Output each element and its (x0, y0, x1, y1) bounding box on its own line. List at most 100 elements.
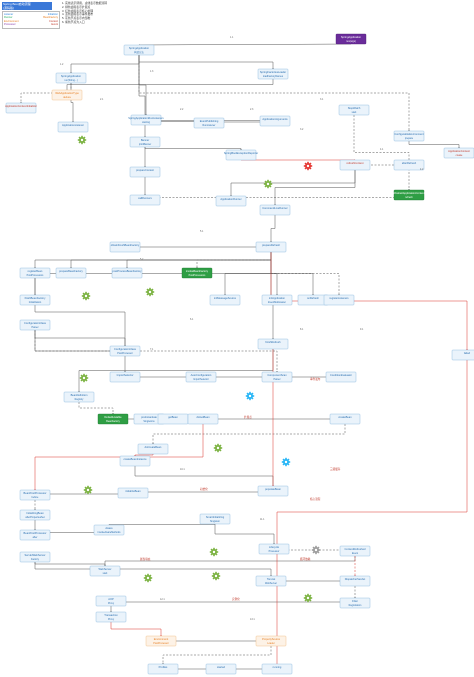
gear-icon (303, 593, 313, 603)
flow-node-n11: ApplicationArguments (259, 115, 291, 127)
node-box (393, 159, 425, 171)
gear-icon (281, 457, 291, 467)
flow-node-n69: running (261, 663, 293, 675)
node-box (130, 114, 162, 126)
node-label: InitializingBean (26, 511, 44, 515)
node-label: prepareContext (136, 168, 154, 172)
flow-node-n29: initMessageSource (209, 294, 241, 306)
node-label: PropertySource (262, 637, 281, 641)
node-sublabel: after (33, 536, 38, 539)
node-box (259, 204, 291, 216)
node-label: ImportSelector (117, 373, 134, 377)
node-label: BeanDefinition (71, 393, 88, 397)
node-label: WebApplicationType (55, 91, 79, 95)
node-sublabel: BeanFactory (106, 420, 120, 423)
node-label: doGetBean (196, 415, 210, 419)
node-box (19, 489, 51, 501)
note-line: 1. 实线表示调用，虚线表示数据流转 (62, 1, 108, 5)
flow-edge (144, 147, 242, 151)
node-sublabel: Proxy (108, 618, 115, 621)
node-box (129, 136, 161, 148)
flow-edge (160, 635, 272, 646)
node-sublabel: afterPropertiesSet (25, 516, 45, 519)
node-sublabel: ImportSelector (193, 378, 209, 381)
node-box (109, 241, 141, 253)
flow-node-n38: ImportSelector (109, 371, 141, 383)
node-label: Lifecycle (269, 545, 280, 549)
flow-edge (138, 55, 274, 70)
node-label: ConfigurableEnvironment (394, 132, 424, 136)
edge-step-label: 4.1 (380, 148, 384, 151)
diagram-subtitle: (源码版) (3, 6, 14, 10)
flow-node-n50: initializeBean (117, 487, 149, 499)
flow-edge (230, 170, 356, 197)
node-box (205, 663, 237, 675)
flow-edge (270, 215, 276, 243)
flow-edge (110, 622, 162, 637)
node-label: SpringApplication (341, 35, 362, 39)
flow-node-n16: prepareContext (129, 166, 161, 178)
legend-item: Processor (4, 23, 16, 27)
node-label: SmartInitializing (206, 515, 225, 519)
annotation-label: 属性填充 (140, 557, 151, 561)
node-box (335, 33, 367, 45)
node-sublabel: PostProcessor (153, 642, 169, 645)
flow-node-n40: ConditionEvaluator (325, 371, 357, 383)
node-box (261, 663, 293, 675)
flow-edge (66, 68, 274, 100)
gears-layer (77, 135, 321, 603)
node-label: preInstantiate (141, 415, 157, 419)
note-line: 3. 红色齿轮表示核心处理 (62, 8, 94, 13)
node-label: BeanPostProcessor (24, 491, 47, 495)
node-box (255, 575, 287, 587)
node-box (187, 413, 219, 425)
node-box (393, 130, 425, 142)
flow-node-n19: callRunners (129, 194, 161, 206)
note-line: 2. 绿色齿轮表示扩展点 (62, 4, 91, 9)
node-box (339, 545, 371, 557)
flow-edge (134, 454, 154, 457)
flow-edge (34, 252, 272, 269)
node-sublabel: create (456, 154, 463, 157)
flow-edge (34, 330, 126, 373)
node-label: createBean (338, 415, 352, 419)
flow-node-n32: registerListeners (323, 294, 355, 306)
notes-block: 1. 实线表示调用，虚线表示数据流转 2. 绿色齿轮表示扩展点 3. 红色齿轮表… (62, 1, 182, 25)
node-label: populateBean (265, 487, 282, 491)
node-label: StopWatch (348, 106, 361, 110)
edge-step-label: 10.1 (180, 468, 185, 471)
legend-item: Runner (4, 16, 13, 20)
node-sublabel: start (352, 111, 357, 114)
node-label: ApplicationContext (448, 149, 470, 153)
note-line: 5. 灰色节点表示内部类 (62, 16, 91, 21)
node-label: failed (464, 351, 471, 355)
node-label: ConfigurationClass (24, 321, 47, 325)
node-box (329, 413, 361, 425)
legend-item: Environment (4, 19, 19, 23)
flow-edge (124, 241, 272, 252)
node-sublabel: invokeAwareMethods (98, 531, 122, 534)
flow-node-n46: createBean (329, 413, 361, 425)
flow-node-n31: onRefresh (297, 294, 329, 306)
flow-node-n67: Profiles (147, 663, 179, 675)
node-box (255, 241, 287, 253)
gear-icon (79, 373, 89, 383)
edge-step-label: 3.1 (320, 98, 324, 101)
diagram-header: Spring Boot启动流程 (源码版) (2, 2, 52, 10)
node-box (137, 443, 169, 455)
node-label: prepareBeanFactory (59, 269, 83, 273)
edge-step-label: 1.1 (230, 36, 234, 39)
flow-edge (152, 424, 346, 445)
node-sublabel: Parser (31, 326, 38, 329)
node-box (109, 371, 141, 383)
node-box (89, 565, 121, 577)
